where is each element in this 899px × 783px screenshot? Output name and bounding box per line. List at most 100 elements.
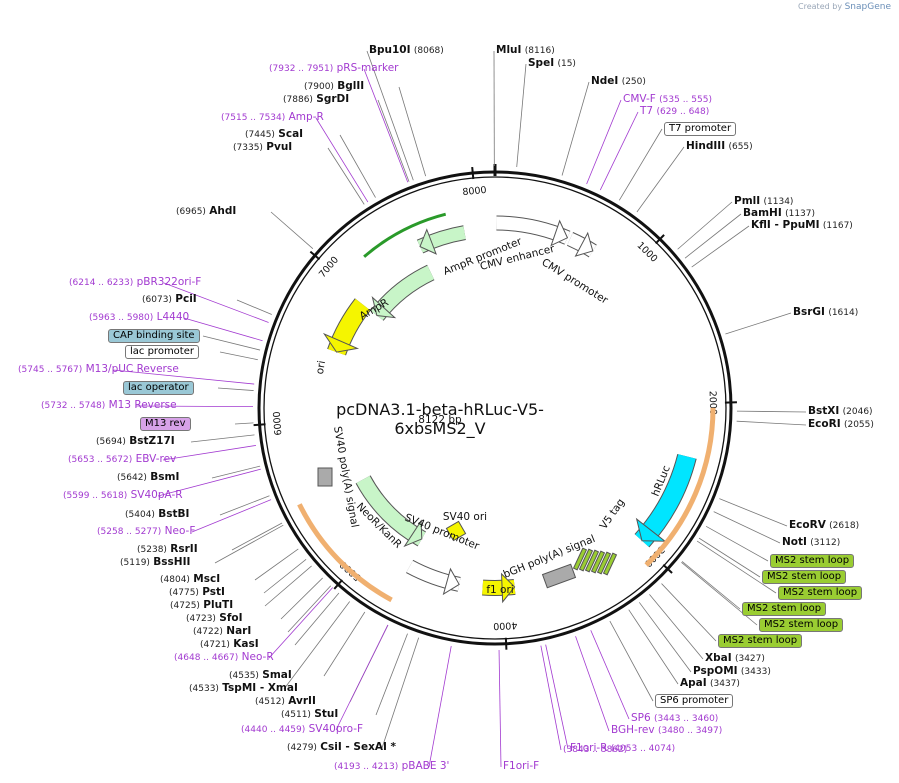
enzyme-site-label: (4279) CsiI - SexAI * <box>287 741 396 755</box>
site-position: (3437) <box>709 679 740 689</box>
enzyme-site-label: Bpu10I (8068) <box>369 44 444 58</box>
enzyme-site-label: PmlI (1134) <box>734 195 793 209</box>
leader-line <box>339 134 376 198</box>
enzyme-site-label: MluI (8116) <box>496 44 555 58</box>
enzyme-site-label: EcoRI (2055) <box>808 418 874 432</box>
site-position: (4535) <box>229 671 259 681</box>
site-position: (4723) <box>186 614 216 624</box>
enzyme-site-label: (4804) MscI <box>160 573 220 587</box>
leader-line <box>219 351 258 361</box>
site-position: (250) <box>621 77 646 87</box>
site-position: (1614) <box>828 308 859 318</box>
enzyme-site-label: (4721) KasI <box>200 638 259 652</box>
tick-label: 7000 <box>317 255 341 281</box>
site-name: Amp-R <box>288 111 324 123</box>
tick-label: 4000 <box>493 619 518 631</box>
leader-line <box>636 146 685 213</box>
tick-mark <box>662 564 673 574</box>
site-name: ApaI <box>680 677 707 689</box>
tick-mark <box>333 579 343 590</box>
enzyme-site-label: (4725) PluTI <box>170 599 233 613</box>
ms2-stem-loop-mark <box>572 547 588 571</box>
primer-label: (5653 .. 5672) EBV-rev <box>68 453 176 467</box>
site-name: BglII <box>337 80 365 92</box>
site-name: BstXI <box>808 405 840 417</box>
site-name: SmaI <box>262 669 292 681</box>
site-name: SV40pA-R <box>130 489 183 501</box>
feature-box-label: MS2 stem loop <box>759 618 844 632</box>
enzyme-site-label: (4723) SfoI <box>186 612 243 626</box>
enzyme-site-label: (7445) ScaI <box>245 128 303 142</box>
tick-label: 1000 <box>634 240 659 265</box>
site-name: pRS-marker <box>336 62 399 74</box>
leader-line <box>677 201 733 250</box>
site-name: RsrII <box>170 543 198 555</box>
leader-line <box>157 468 261 497</box>
orange-orf-arc <box>644 407 716 567</box>
site-position: (2046) <box>842 407 873 417</box>
site-name: F1ori-R <box>570 742 608 754</box>
leader-line <box>366 50 414 181</box>
enzyme-site-label: (5694) BstZ17I <box>96 435 175 449</box>
ms2-stem-loop-mark <box>602 552 618 576</box>
site-position: (6214 .. 6233) <box>69 278 134 288</box>
enzyme-site-label: (7886) SgrDI <box>283 93 349 107</box>
primer-label: (4648 .. 4667) Neo-R <box>174 651 274 665</box>
leader-line <box>719 498 788 527</box>
leader-line <box>377 99 410 182</box>
ampr-promoter-arrow-head <box>419 228 437 255</box>
site-name: SP6 <box>631 712 651 724</box>
feature-box-label: T7 promoter <box>664 122 737 136</box>
leader-line <box>327 147 365 205</box>
site-name: CMV-F <box>623 93 656 105</box>
leader-line <box>163 282 269 323</box>
site-name: EcoRV <box>789 519 826 531</box>
site-position: (4722) <box>193 627 223 637</box>
leader-line <box>315 117 369 203</box>
site-name: L4440 <box>156 311 190 323</box>
leader-line <box>713 511 781 544</box>
site-position: (7886) <box>283 95 313 105</box>
snapgene-logo-text: SnapGene <box>844 2 891 12</box>
ms2-stem-loop-mark <box>584 549 600 573</box>
site-name: NarI <box>226 625 252 637</box>
leader-line <box>691 225 750 268</box>
backbone-inner-strand <box>263 176 727 640</box>
leader-line <box>183 317 263 342</box>
site-position: (1167) <box>822 221 853 231</box>
leader-line <box>219 495 270 516</box>
enzyme-site-label: NotI (3112) <box>782 536 840 550</box>
site-position: (5694) <box>96 437 126 447</box>
site-position: (4193 .. 4213) <box>334 762 399 772</box>
leader-line <box>498 649 502 768</box>
enzyme-site-label: BsrGI (1614) <box>793 306 858 320</box>
site-name: BstZ17I <box>129 435 175 447</box>
ms2-stem-loop-mark <box>596 551 612 575</box>
site-position: (4053 .. 4074) <box>610 744 676 754</box>
leader-line <box>270 211 314 249</box>
leader-line <box>649 594 704 660</box>
leader-line <box>586 99 622 185</box>
site-position: (4533) <box>189 684 219 694</box>
cmv-promoter-arrow-head <box>574 231 594 257</box>
site-position: (15) <box>557 59 576 69</box>
enzyme-site-label: (5404) BstBI <box>125 508 189 522</box>
tick-label: 8000 <box>462 185 487 198</box>
site-name: StuI <box>314 708 339 720</box>
primer-label: (6214 .. 6233) pBR322ori-F <box>69 276 201 290</box>
site-position: (3843 .. 3862) <box>563 745 628 755</box>
primer-label: (4193 .. 4213) pBABE 3' <box>334 760 449 774</box>
site-name: PciI <box>175 293 197 305</box>
leader-line <box>575 636 610 732</box>
feature-label: f1 ori <box>486 584 513 596</box>
leader-line <box>363 68 409 183</box>
site-name: AhdI <box>209 205 237 217</box>
leader-line <box>661 583 717 642</box>
primer-label: BGH-rev (3480 .. 3497) <box>611 724 722 738</box>
leader-line <box>217 387 254 391</box>
enzyme-site-label: (5238) RsrII <box>137 543 198 557</box>
site-name: BsmI <box>150 471 180 483</box>
primer-label: (7932 .. 7951) pRS-marker <box>269 62 399 76</box>
leader-line <box>211 465 261 479</box>
